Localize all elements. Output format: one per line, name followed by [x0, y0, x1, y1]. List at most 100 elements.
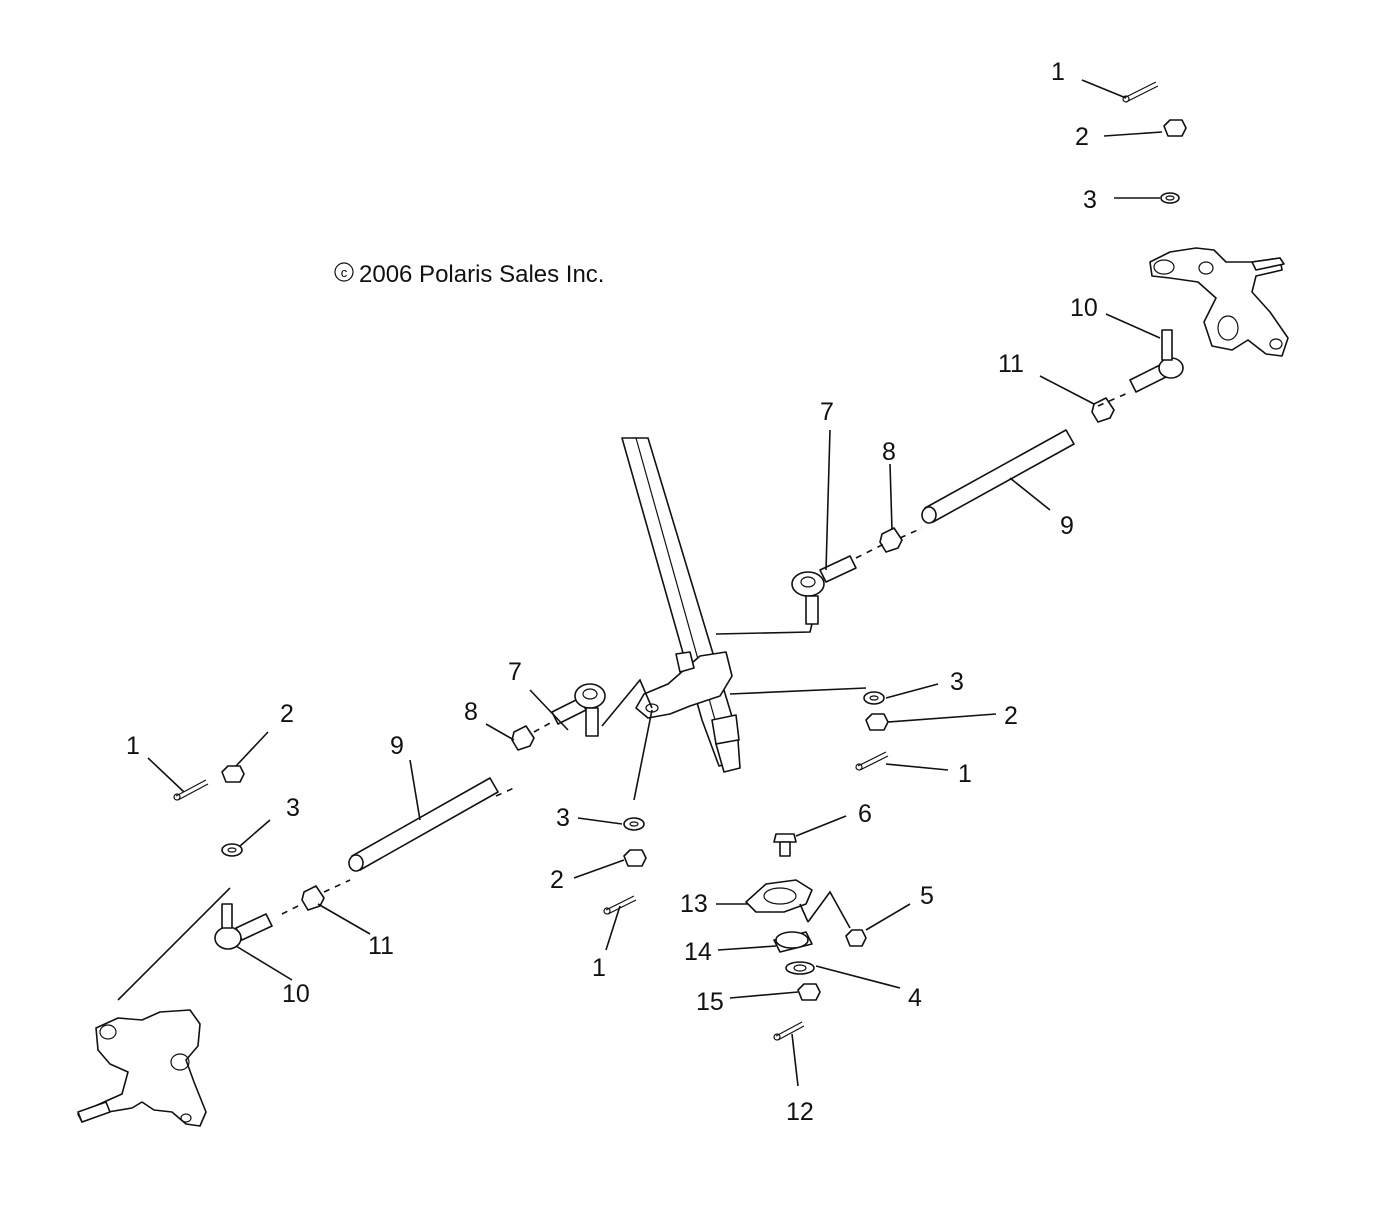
- cotter-pin-1-center-eye: [855, 763, 863, 771]
- spindle-right-bore: [1217, 315, 1239, 341]
- tie-rod-tube-right: [924, 429, 1075, 523]
- leader-c11b-dash: [281, 903, 303, 915]
- callout-4: 4: [908, 984, 922, 1012]
- leader-c8b: [485, 723, 515, 741]
- callout-2: 2: [1004, 702, 1018, 730]
- leader-c8b-dash: [533, 721, 553, 733]
- tie-rod-left: [214, 683, 606, 950]
- leader-c9b: [409, 759, 421, 821]
- leader-c8a-dash: [899, 527, 923, 539]
- washer-4: [785, 961, 815, 975]
- copyright-circle: [334, 262, 354, 282]
- leader-c9a: [1009, 477, 1051, 511]
- leader-c3d: [577, 817, 623, 825]
- steering-post-spline: [715, 739, 741, 773]
- washer-3-lower-hole: [629, 821, 639, 827]
- tie-rod-end-inner-right-shank: [819, 555, 857, 583]
- bushing-14-top: [775, 931, 809, 949]
- callout-2: 2: [280, 700, 294, 728]
- bolt-6-shank: [779, 841, 791, 857]
- leader-c10b: [235, 945, 293, 981]
- nut-5: [845, 929, 867, 947]
- washer-3-center: [863, 691, 885, 705]
- leader-spindle-left: [117, 887, 231, 1001]
- tie-rod-end-inner-left-head: [574, 683, 606, 709]
- callout-1: 1: [958, 760, 972, 788]
- nut-2-top: [1163, 119, 1187, 137]
- tie-rod-end-inner-right-head: [791, 571, 825, 597]
- callout-3: 3: [950, 668, 964, 696]
- spindle-left: [77, 1009, 207, 1127]
- leader-c7a-dash: [855, 543, 885, 559]
- callout-1: 1: [592, 954, 606, 982]
- bolt-6-head: [773, 833, 797, 843]
- callout-10: 10: [282, 980, 310, 1008]
- callout-6: 6: [858, 800, 872, 828]
- cotter-pin-1-lower-eye: [603, 907, 611, 915]
- leader-bearing-bracket: [807, 890, 851, 929]
- leader-tube-left-end-dash: [323, 879, 351, 893]
- nut-15: [797, 983, 821, 1001]
- leader-c11a-dash: [1097, 391, 1131, 407]
- tie-rod-tube-left-end: [348, 854, 364, 872]
- tie-rod-tube-right-end: [921, 506, 937, 524]
- spindle-left-axle: [77, 1101, 111, 1123]
- washer-3-left-hole: [227, 847, 237, 853]
- callout-13: 13: [680, 890, 708, 918]
- leader-c15: [729, 991, 799, 999]
- tie-rod-end-right-head: [1158, 357, 1184, 379]
- spindle-right-hole: [1153, 259, 1175, 275]
- spindle-right-arm-hole: [1269, 338, 1283, 350]
- cotter-pin-1-left-eye: [173, 793, 181, 801]
- leader-c5: [865, 903, 911, 931]
- spindle-left-arm-hole: [180, 1113, 192, 1123]
- leader-c7b: [529, 689, 569, 731]
- callout-1: 1: [126, 732, 140, 760]
- cotter-pin-12-eye: [773, 1033, 781, 1041]
- callout-8: 8: [464, 698, 478, 726]
- cotter-pin-1-lower: [605, 895, 637, 915]
- tie-rod-end-left-stud: [221, 903, 233, 929]
- leader-c1b: [885, 763, 949, 771]
- washer-3-center-hole: [869, 695, 879, 701]
- leader-c6: [795, 815, 847, 837]
- pitman-arm-tab: [675, 651, 695, 673]
- callout-9: 9: [1060, 512, 1074, 540]
- leader-lines: [117, 79, 1163, 1087]
- cotter-pin-1-center: [857, 751, 889, 771]
- leader-c3b-post: [729, 687, 867, 695]
- tie-rod-end-right-stud: [1161, 329, 1173, 361]
- copyright-notice: c 2006 Polaris Sales Inc.: [334, 261, 604, 288]
- leader-pitman-left: [601, 678, 653, 727]
- spindle-right: [1149, 247, 1289, 357]
- spindle-right-axle: [1251, 257, 1285, 271]
- callout-labels: 1 2 3 10 11 7 8 9 3 2 1 6 5 4 12 13 14 1…: [126, 58, 1098, 1126]
- callout-9: 9: [390, 732, 404, 760]
- leader-c11a: [1039, 375, 1095, 405]
- leader-c2a: [1103, 131, 1163, 137]
- callout-11: 11: [998, 350, 1024, 378]
- washer-4-hole: [793, 964, 807, 972]
- callout-3: 3: [556, 804, 570, 832]
- leader-c10a: [1105, 313, 1161, 339]
- steering-post-shaft: [621, 437, 734, 767]
- pitman-arm: [635, 651, 733, 719]
- hardware: [173, 81, 1187, 1041]
- callout-8: 8: [882, 438, 896, 466]
- tie-rod-end-inner-right-stud: [805, 595, 819, 625]
- bearing-flange-13: [745, 879, 813, 913]
- nut-2-center: [865, 713, 889, 731]
- cotter-pin-1-left: [175, 779, 209, 801]
- leader-c12: [791, 1033, 799, 1087]
- washer-3-left: [221, 843, 243, 857]
- cotter-pin-1-top-eye: [1122, 95, 1130, 103]
- spindle-right-body: [1149, 247, 1289, 357]
- jam-nut-8-left: [511, 725, 535, 751]
- spindle-left-bore: [170, 1053, 190, 1071]
- leader-pitman-down: [633, 709, 653, 801]
- callout-11: 11: [368, 932, 394, 960]
- nut-2-lower: [623, 849, 647, 867]
- callout-15: 15: [696, 988, 724, 1016]
